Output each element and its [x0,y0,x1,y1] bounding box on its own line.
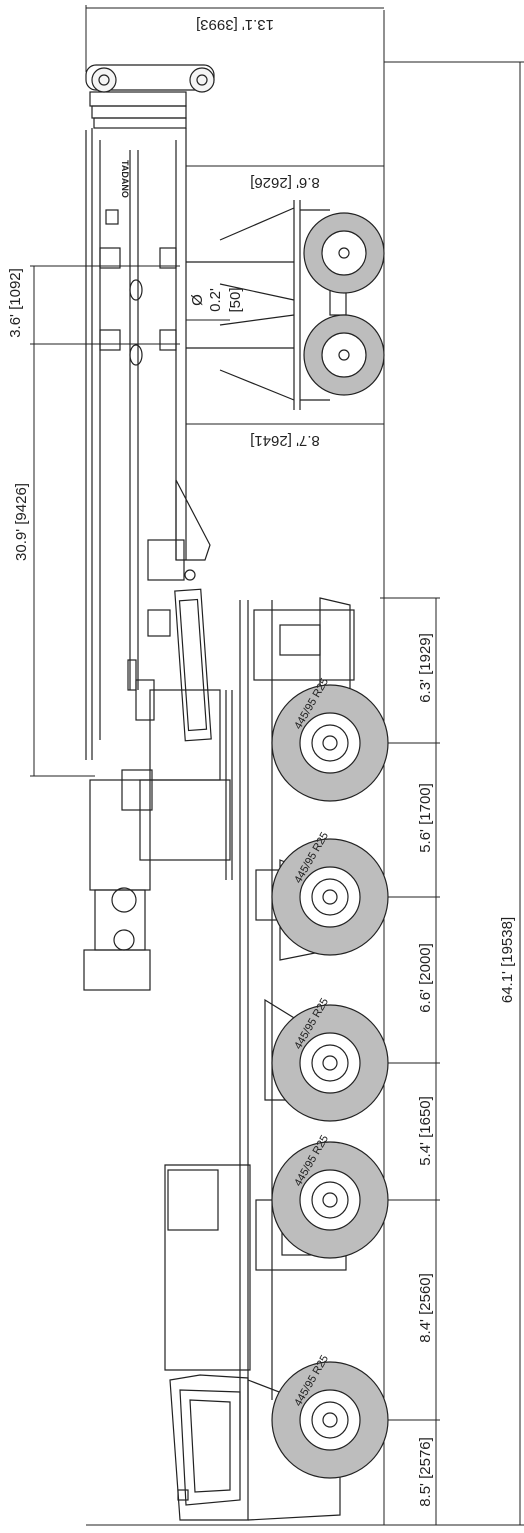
boom-brand-label: TADANO [120,160,130,198]
dim-axle-2: 5.6' [1700] [417,783,434,853]
trailer-frame [186,200,347,410]
dim-pin-diameter-c: [50] [227,287,244,312]
right-dimension-lines [86,10,524,1526]
dim-axle-3: 6.6' [2000] [417,943,434,1013]
boom [85,64,215,760]
dim-pin-diameter-a: Ø [189,294,206,306]
dim-pin-spacing-value: 3.6' [1092] [7,268,24,338]
dim-overall-length: 64.1' [19538] [499,917,516,1003]
dim-pin-spacing: 3.6' [1092] [7,268,24,338]
boom-head-sheaves [91,67,215,93]
dim-axle-4: 5.4' [1650] [417,1096,434,1166]
top-width-dimension [85,5,384,72]
boom-lift-cylinder [147,479,212,742]
carrier-wheels [271,684,389,1479]
dim-pin-diameter-b: 0.2' [207,288,224,312]
dim-top-width: 13.1' [3993] [196,16,274,33]
dim-axle-5: 8.4' [2560] [417,1273,434,1343]
dim-axle-1: 6.3' [1929] [417,633,434,703]
dim-trailer-width-a: 8.6' [2626] [250,174,320,191]
dim-boom-length: 30.9' [9426] [13,483,30,561]
dim-trailer-width-b: 8.7' [2641] [250,432,320,449]
dim-axle-6: 8.5' [2576] [417,1437,434,1507]
trailer-wheels [303,212,385,396]
superstructure [83,689,233,991]
